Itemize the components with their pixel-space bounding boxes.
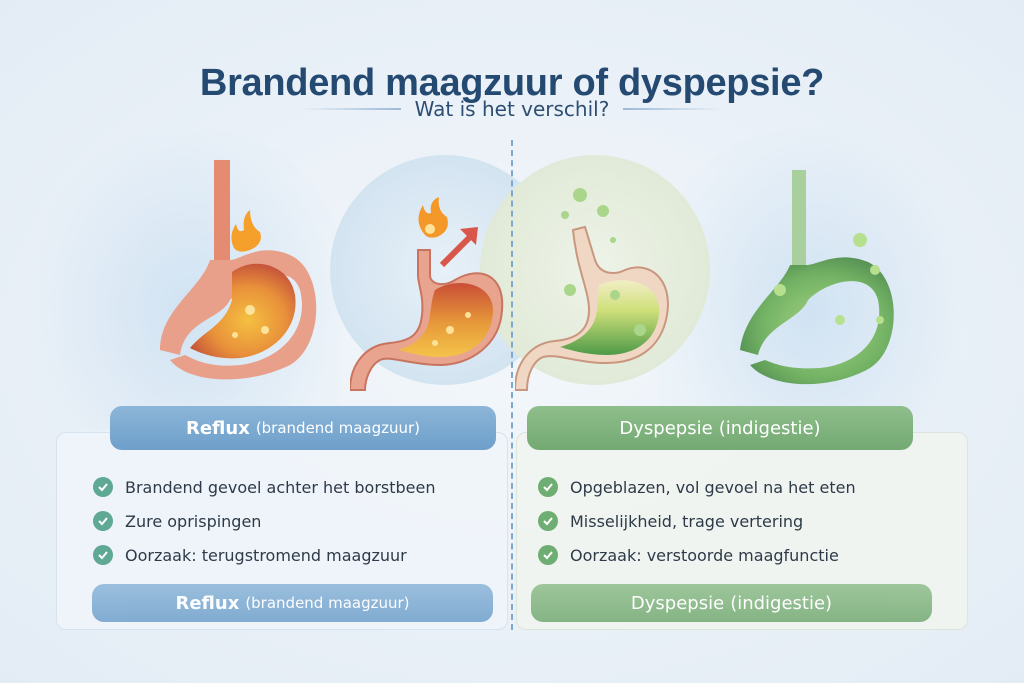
reflux-footer-label: Reflux (brandend maagzuur) xyxy=(92,584,493,622)
list-item-text: Brandend gevoel achter het borstbeen xyxy=(125,477,436,497)
reflux-stomach-illustration xyxy=(350,197,504,391)
check-icon xyxy=(538,545,558,565)
torso-silhouette-left xyxy=(40,130,340,430)
list-item-text: Oorzaak: terugstromend maagzuur xyxy=(125,545,407,565)
list-item-text: Oorzaak: verstoorde maagfunctie xyxy=(570,545,839,565)
subtitle-rule-right xyxy=(623,108,724,110)
arrow-up-right-icon xyxy=(460,227,478,245)
dyspepsia-heading: Dyspepsie (indigestie) xyxy=(527,406,913,450)
list-item: Zure oprispingen xyxy=(93,504,436,538)
dyspepsia-stomach-illustration xyxy=(515,188,669,391)
list-item: Opgeblazen, vol gevoel na het eten xyxy=(538,470,856,504)
dyspepsia-heading-light: (indigestie) xyxy=(718,417,821,439)
reflux-footer-strong: Reflux xyxy=(175,592,240,614)
check-icon xyxy=(93,511,113,531)
reflux-heading-light: (brandend maagzuur) xyxy=(255,419,421,437)
page-subtitle: Wat is het verschil? xyxy=(414,97,610,121)
check-icon xyxy=(93,477,113,497)
list-item: Misselijkheid, trage vertering xyxy=(538,504,856,538)
list-item-text: Misselijkheid, trage vertering xyxy=(570,511,804,531)
dyspepsia-symptom-list: Opgeblazen, vol gevoel na het eten Misse… xyxy=(538,470,856,572)
reflux-heading: Reflux (brandend maagzuur) xyxy=(110,406,496,450)
center-divider xyxy=(511,140,513,630)
check-icon xyxy=(538,477,558,497)
check-icon xyxy=(93,545,113,565)
dyspepsia-footer-light: (indigestie) xyxy=(730,592,833,614)
list-item-text: Opgeblazen, vol gevoel na het eten xyxy=(570,477,856,497)
stomach-icon xyxy=(160,160,317,380)
dyspepsia-footer-strong: Dyspepsie xyxy=(630,592,725,614)
dyspepsia-heading-strong: Dyspepsie xyxy=(619,417,713,439)
list-item: Oorzaak: verstoorde maagfunctie xyxy=(538,538,856,572)
reflux-heading-strong: Reflux xyxy=(185,417,250,439)
page-title: Brandend maagzuur of dyspepsie? xyxy=(199,62,825,104)
check-icon xyxy=(538,511,558,531)
subtitle-rule-left xyxy=(300,108,401,110)
list-item-text: Zure oprispingen xyxy=(125,511,262,531)
dyspepsia-footer-label: Dyspepsie (indigestie) xyxy=(531,584,932,622)
list-item: Brandend gevoel achter het borstbeen xyxy=(93,470,436,504)
list-item: Oorzaak: terugstromend maagzuur xyxy=(93,538,436,572)
reflux-symptom-list: Brandend gevoel achter het borstbeen Zur… xyxy=(93,470,436,572)
bubbles-icon xyxy=(561,188,646,336)
reflux-footer-light: (brandend maagzuur) xyxy=(245,594,410,612)
stomach-icon xyxy=(740,170,894,385)
subtitle-row: Wat is het verschil? xyxy=(0,94,1024,124)
